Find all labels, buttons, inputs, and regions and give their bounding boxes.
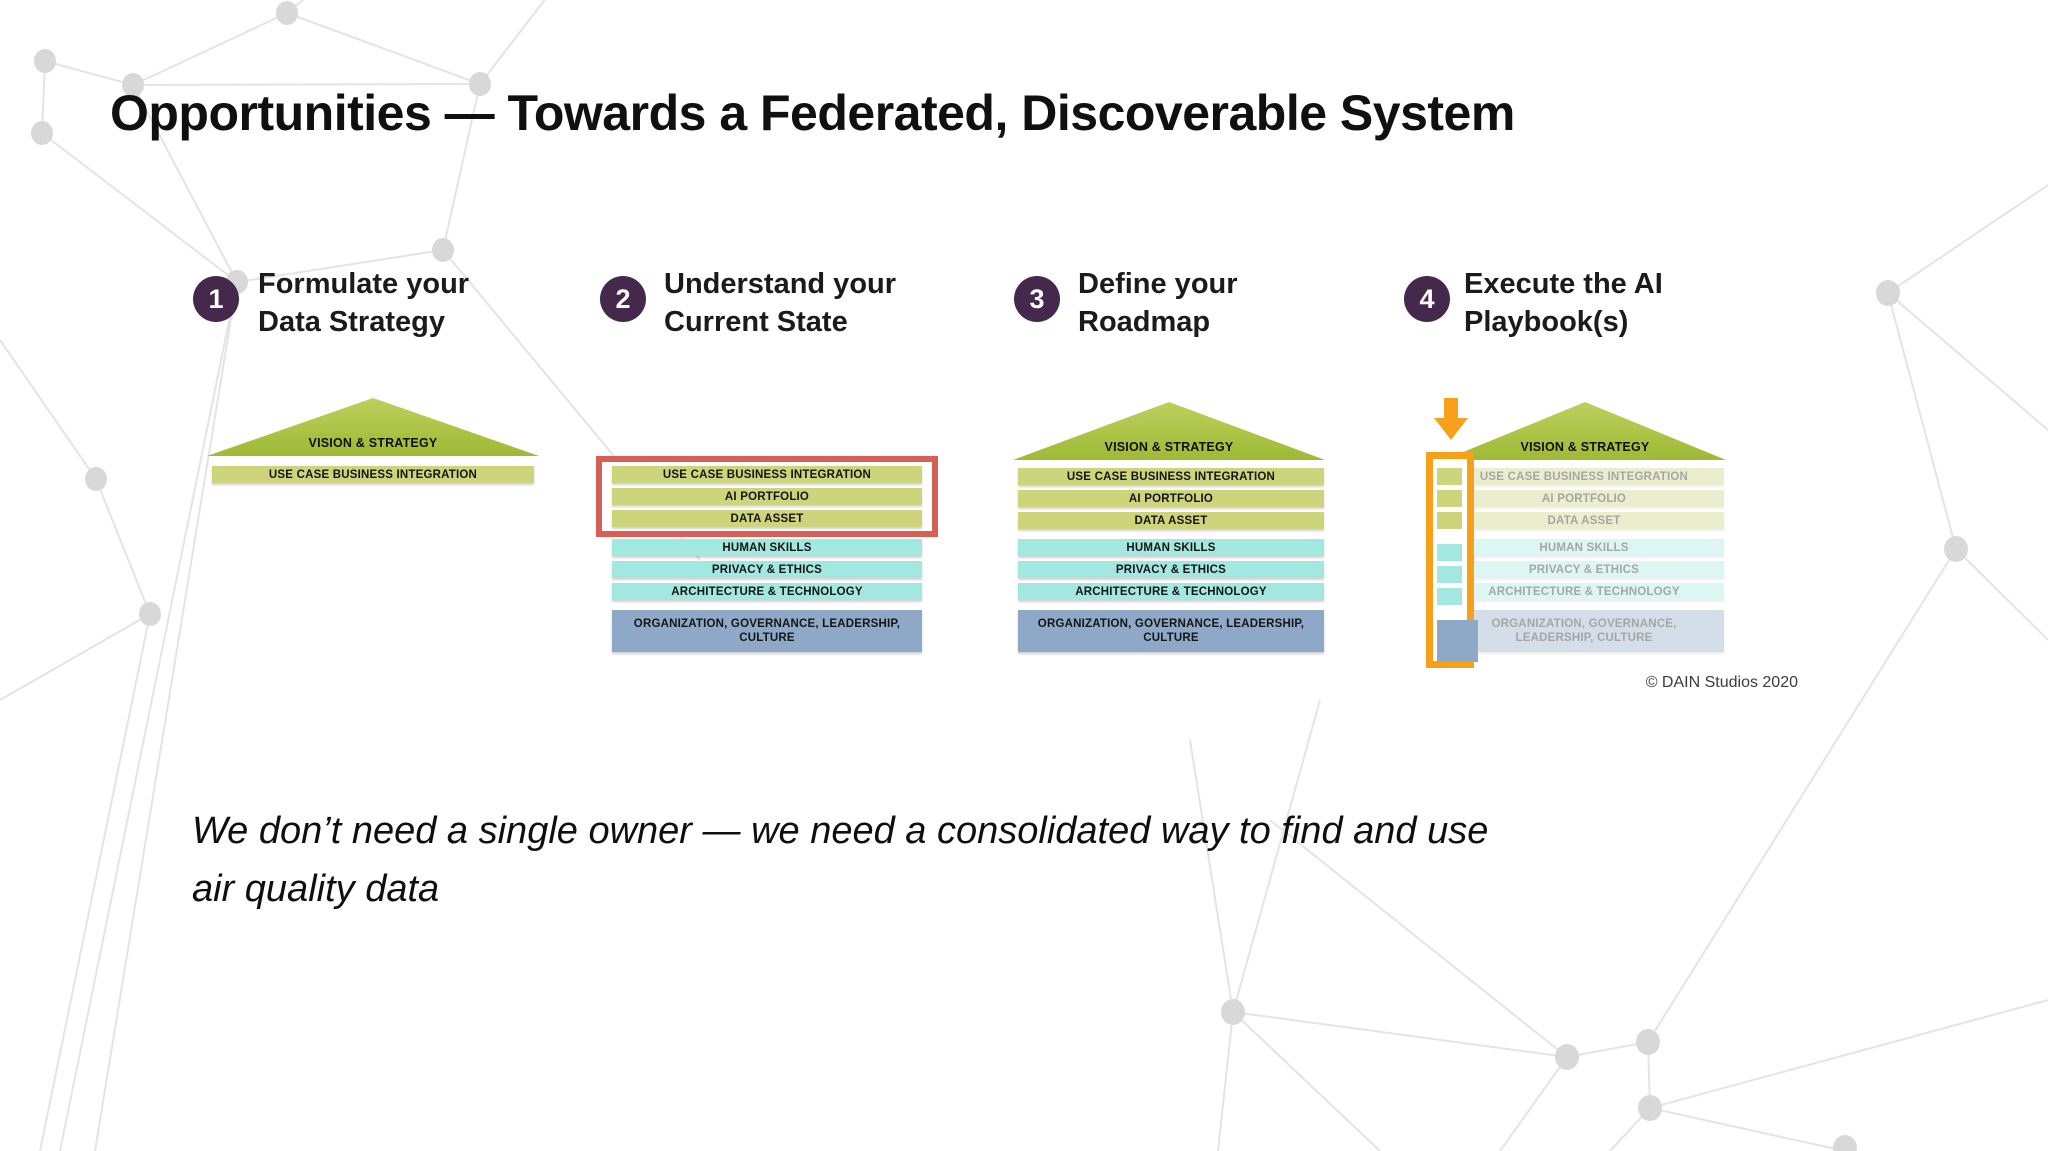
bar-use-case: USE CASE BUSINESS INTEGRATION [612,466,922,483]
house-3-roof: VISION & STRATEGY [1013,402,1325,460]
bar-use-case: USE CASE BUSINESS INTEGRATION [212,466,534,483]
bar-chip [1437,490,1462,507]
bar-architecture-technology: ARCHITECTURE & TECHNOLOGY [1444,583,1724,600]
step-3-number-badge: 3 [1014,276,1060,322]
step-1-label: Formulate your Data Strategy [258,268,470,338]
bar-data-asset: DATA ASSET [612,510,922,527]
bar-ai-portfolio: AI PORTFOLIO [1018,490,1324,507]
step-number: 1 [208,283,224,314]
bar-chip [1437,588,1462,605]
bar-chip [1437,566,1462,583]
bar-chip [1437,512,1462,529]
bar-use-case: USE CASE BUSINESS INTEGRATION [1018,468,1324,485]
house-2: USE CASE BUSINESS INTEGRATION AI PORTFOL… [596,456,938,657]
house-1-roof: VISION & STRATEGY [207,398,539,456]
roof-label: VISION & STRATEGY [1520,440,1650,454]
step-number: 3 [1029,283,1045,314]
bar-use-case: USE CASE BUSINESS INTEGRATION [1444,468,1724,485]
copyright-attribution: © DAIN Studios 2020 [1645,674,1798,691]
down-arrow-icon [1434,398,1468,440]
quote-line-1: We don’t need a single owner — we need a… [192,810,1489,852]
bar-chip [1437,620,1478,662]
bar-organization: ORGANIZATION, GOVERNANCE, LEADERSHIP, CU… [612,610,922,652]
step-4-label: Execute the AI Playbook(s) [1464,268,1663,338]
house-4-roof: VISION & STRATEGY [1444,402,1726,460]
quote-text: We don’t need a single owner — we need a… [192,802,1488,918]
slide-title: Opportunities — Towards a Federated, Dis… [110,85,1515,141]
current-state-highlight-box: USE CASE BUSINESS INTEGRATION AI PORTFOL… [596,456,938,537]
bar-chip [1437,468,1462,485]
bar-human-skills: HUMAN SKILLS [1444,539,1724,556]
step-4-number-badge: 4 [1404,276,1450,322]
bar-data-asset: DATA ASSET [1018,512,1324,529]
bar-organization: ORGANIZATION, GOVERNANCE, LEADERSHIP, CU… [1018,610,1324,652]
step-1-number-badge: 1 [193,276,239,322]
bar-human-skills: HUMAN SKILLS [612,539,922,556]
step-2-number-badge: 2 [600,276,646,322]
execution-highlight-box [1426,452,1478,668]
quote-line-2: air quality data [192,868,440,910]
house-4: USE CASE BUSINESS INTEGRATION AI PORTFOL… [1426,452,1724,668]
bar-privacy-ethics: PRIVACY & ETHICS [1444,561,1724,578]
bar-chip [1437,544,1462,561]
bar-privacy-ethics: PRIVACY & ETHICS [1018,561,1324,578]
bar-human-skills: HUMAN SKILLS [1018,539,1324,556]
roof-label: VISION & STRATEGY [308,436,438,450]
roof-label: VISION & STRATEGY [1104,440,1234,454]
bar-data-asset: DATA ASSET [1444,512,1724,529]
house-3: USE CASE BUSINESS INTEGRATION AI PORTFOL… [1018,468,1324,657]
step-2-label: Understand your Current State [664,268,897,338]
bar-organization: ORGANIZATION, GOVERNANCE, LEADERSHIP, CU… [1444,610,1724,652]
step-number: 4 [1419,283,1435,314]
bar-ai-portfolio: AI PORTFOLIO [612,488,922,505]
bar-privacy-ethics: PRIVACY & ETHICS [612,561,922,578]
step-number: 2 [615,283,631,314]
bar-architecture-technology: ARCHITECTURE & TECHNOLOGY [612,583,922,600]
bar-ai-portfolio: AI PORTFOLIO [1444,490,1724,507]
house-1: USE CASE BUSINESS INTEGRATION [212,466,534,488]
bar-architecture-technology: ARCHITECTURE & TECHNOLOGY [1018,583,1324,600]
step-3-label: Define your Roadmap [1078,268,1238,338]
